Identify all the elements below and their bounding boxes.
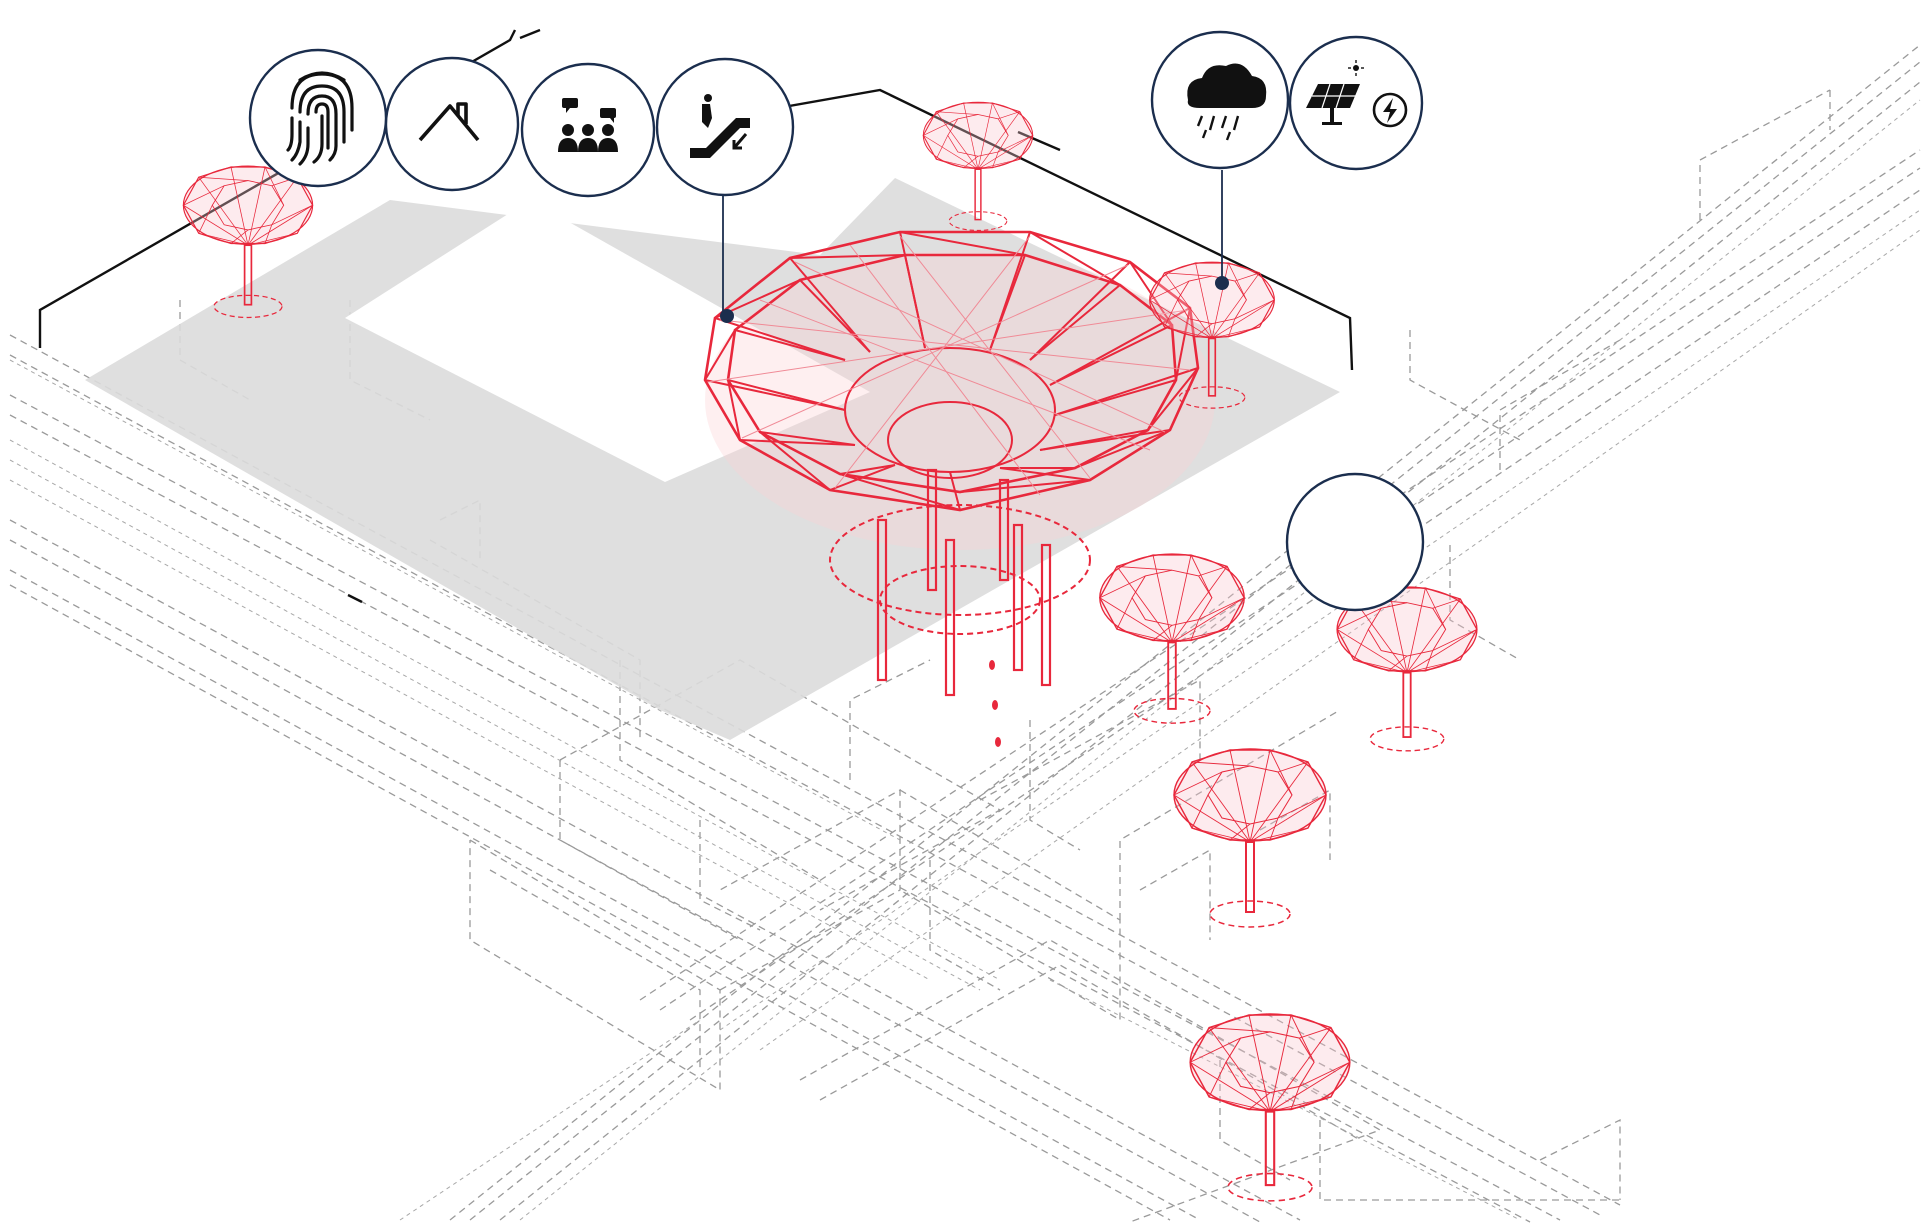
escalator-icon — [690, 94, 750, 158]
leader-dot — [720, 309, 734, 323]
empty-callout — [1285, 472, 1425, 612]
fingerprint-icon — [286, 71, 354, 166]
wireframe-details — [9, 99, 1921, 1221]
leader-dot — [1215, 276, 1229, 290]
umbrella-5 — [1336, 586, 1478, 752]
umbrella-6 — [1173, 748, 1327, 928]
plaza-floor — [85, 178, 1340, 740]
rain-cloud-icon — [1187, 63, 1267, 141]
umbrella-4 — [1098, 553, 1246, 725]
callout-circles — [248, 30, 1425, 612]
large-geodesic-canopy — [703, 230, 1215, 747]
solar-energy-icon — [1306, 60, 1408, 128]
community-icon — [558, 98, 618, 152]
roof-icon — [418, 102, 480, 142]
